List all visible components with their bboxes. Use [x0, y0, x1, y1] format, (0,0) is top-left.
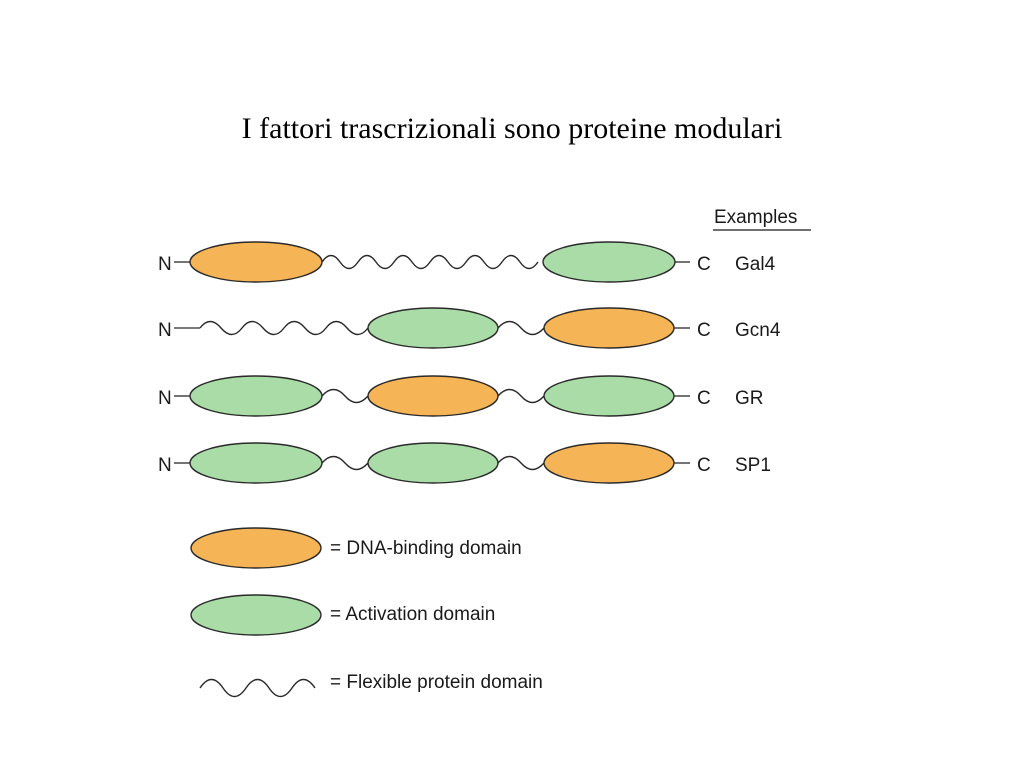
dna-binding-domain [543, 307, 675, 349]
flexible-protein-domain [321, 455, 369, 471]
n-terminus-label: N [158, 320, 172, 341]
examples-header: Examples [714, 207, 797, 228]
legend: = DNA-binding domain = Activation domain… [190, 527, 543, 698]
c-terminus-label: C [697, 254, 711, 275]
flexible-protein-domain [199, 320, 369, 336]
dna-binding-domain [543, 442, 675, 484]
legend-item-activation: = Activation domain [190, 594, 495, 636]
activation-domain [542, 241, 676, 283]
activation-domain [543, 375, 675, 417]
dna-binding-domain [189, 241, 323, 283]
activation-domain [189, 375, 323, 417]
protein-name: GR [735, 388, 764, 409]
flexible-protein-domain [497, 455, 545, 471]
flexible-protein-domain [321, 388, 369, 404]
flexible-protein-domain [497, 320, 545, 336]
protein-row-gcn4: N C Gcn4 [158, 307, 781, 349]
n-terminus-label: N [158, 254, 172, 275]
legend-flexible-label: = Flexible protein domain [330, 672, 543, 693]
c-terminus-label: C [697, 388, 711, 409]
protein-row-gr: N C GR [158, 375, 764, 417]
c-terminus-label: C [697, 455, 711, 476]
legend-flexible-swatch [199, 678, 316, 698]
activation-domain [189, 442, 323, 484]
flexible-protein-domain [497, 388, 545, 404]
n-terminus-label: N [158, 388, 172, 409]
protein-row-sp1: N C SP1 [158, 442, 771, 484]
dna-binding-domain [367, 375, 499, 417]
legend-dna-binding-swatch [190, 527, 322, 569]
slide-title: I fattori trascrizionali sono proteine m… [241, 112, 783, 145]
c-terminus-label: C [697, 320, 711, 341]
activation-domain [367, 442, 499, 484]
legend-item-flexible: = Flexible protein domain [199, 672, 543, 698]
n-terminus-label: N [158, 455, 172, 476]
protein-row-gal4: N C Gal4 [158, 241, 776, 283]
protein-name: SP1 [735, 455, 771, 476]
flexible-protein-domain [321, 254, 539, 270]
activation-domain [367, 307, 499, 349]
protein-name: Gcn4 [735, 320, 781, 341]
legend-dna-binding-label: = DNA-binding domain [330, 538, 522, 559]
protein-name: Gal4 [735, 254, 776, 275]
legend-activation-swatch [190, 594, 322, 636]
legend-item-dna-binding: = DNA-binding domain [190, 527, 522, 569]
legend-activation-label: = Activation domain [330, 604, 495, 625]
